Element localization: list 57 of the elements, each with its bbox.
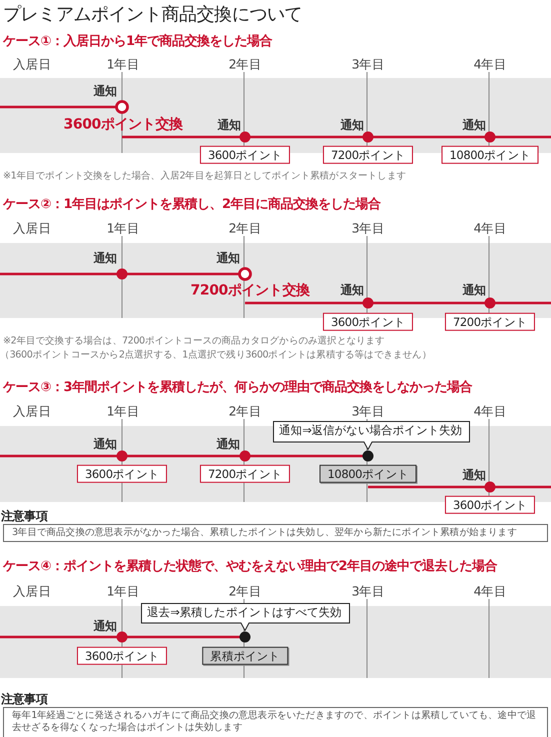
notice-label: 通知 — [93, 250, 117, 266]
year-label: 4年目 — [474, 404, 506, 418]
notice-label: 通知 — [216, 250, 240, 266]
footnote: ※2年目で交換する場合は、7200ポイントコースの商品カタログからのみ選択となります — [3, 335, 385, 347]
notice-label: 通知 — [340, 282, 364, 298]
year-label: 入居日 — [13, 220, 51, 236]
year-label: 1年目 — [106, 404, 140, 418]
year-label: 4年目 — [474, 56, 506, 72]
notice-label: 通知 — [340, 118, 364, 132]
notice-label: 通知 — [462, 282, 486, 298]
year-label: 4年目 — [474, 584, 506, 598]
points-box: 10800ポイント — [320, 464, 416, 484]
notice-label: 通知 — [216, 436, 240, 452]
year-label: 3年目 — [352, 584, 384, 598]
points-box: 7200ポイント — [200, 464, 290, 484]
exchange-label: 7200ポイント交換 — [190, 282, 310, 300]
year-label: 入居日 — [13, 404, 51, 418]
points-box: 累積ポイント — [202, 646, 288, 666]
callout-bubble: 退去⇒累積したポイントはすべて失効 — [141, 603, 350, 631]
notice-label: 通知 — [93, 618, 117, 634]
case-heading: ケース①：入居日から1年で商品交換をした場合 — [3, 34, 272, 50]
points-box: 3600ポイント — [76, 646, 168, 666]
year-label: 入居日 — [13, 584, 51, 598]
case-heading: ケース③：3年間ポイントを累積したが、何らかの理由で商品交換をしなかった場合 — [3, 380, 472, 396]
note-box: 3年目で商品交換の意思表示がなかった場合、累積したポイントは失効し、翌年から新たにポイント累積が始まります — [3, 524, 548, 542]
footnote: ※1年目でポイント交換をした場合、入居2年目を起算日としてポイント累積がスタートします — [3, 170, 406, 182]
notice-label: 通知 — [93, 436, 117, 452]
note-box: 毎年1年経過ごとに発送されるハガキにて商品交換の意思表示をいただきますので、ポイントは累積していても、途中で退去せざるを得なくなった場合はポイントは失効します — [3, 707, 548, 737]
points-box: 10800ポイント — [442, 146, 538, 164]
exchange-label: 3600ポイント交換 — [64, 116, 182, 134]
year-label: 2年目 — [228, 56, 262, 72]
year-label: 2年目 — [228, 220, 262, 236]
year-label: 1年目 — [106, 220, 140, 236]
year-label: 4年目 — [474, 220, 506, 236]
points-box: 7200ポイント — [322, 146, 414, 164]
callout-bubble: 通知⇒返信がない場合ポイント失効 — [273, 421, 470, 450]
case-heading: ケース②：1年目はポイントを累積し、2年目に商品交換をした場合 — [3, 197, 381, 213]
points-box: 7200ポイント — [444, 312, 536, 332]
notice-label: 通知 — [462, 118, 486, 132]
page-title: プレミアムポイント商品交換について — [3, 4, 302, 26]
notice-label: 通知 — [462, 468, 486, 482]
year-label: 1年目 — [106, 584, 140, 598]
year-label: 3年目 — [352, 56, 384, 72]
year-label: 3年目 — [352, 404, 384, 418]
notice-label: 通知 — [217, 118, 241, 132]
year-label: 入居日 — [13, 56, 51, 72]
case-heading: ケース④：ポイントを累積した状態で、やむをえない理由で2年目の途中で退去した場合 — [3, 559, 498, 575]
points-box: 3600ポイント — [200, 146, 290, 164]
footnote: （3600ポイントコースから2点選択する、1点選択で残り3600ポイントは累積する等はできません） — [0, 349, 432, 361]
points-box: 3600ポイント — [322, 312, 414, 332]
points-box: 3600ポイント — [76, 464, 168, 484]
points-box: 3600ポイント — [444, 496, 536, 514]
notice-label: 通知 — [93, 84, 117, 98]
year-label: 1年目 — [106, 56, 140, 72]
year-label: 2年目 — [228, 404, 262, 418]
year-label: 2年目 — [228, 584, 262, 598]
year-label: 3年目 — [352, 220, 384, 236]
